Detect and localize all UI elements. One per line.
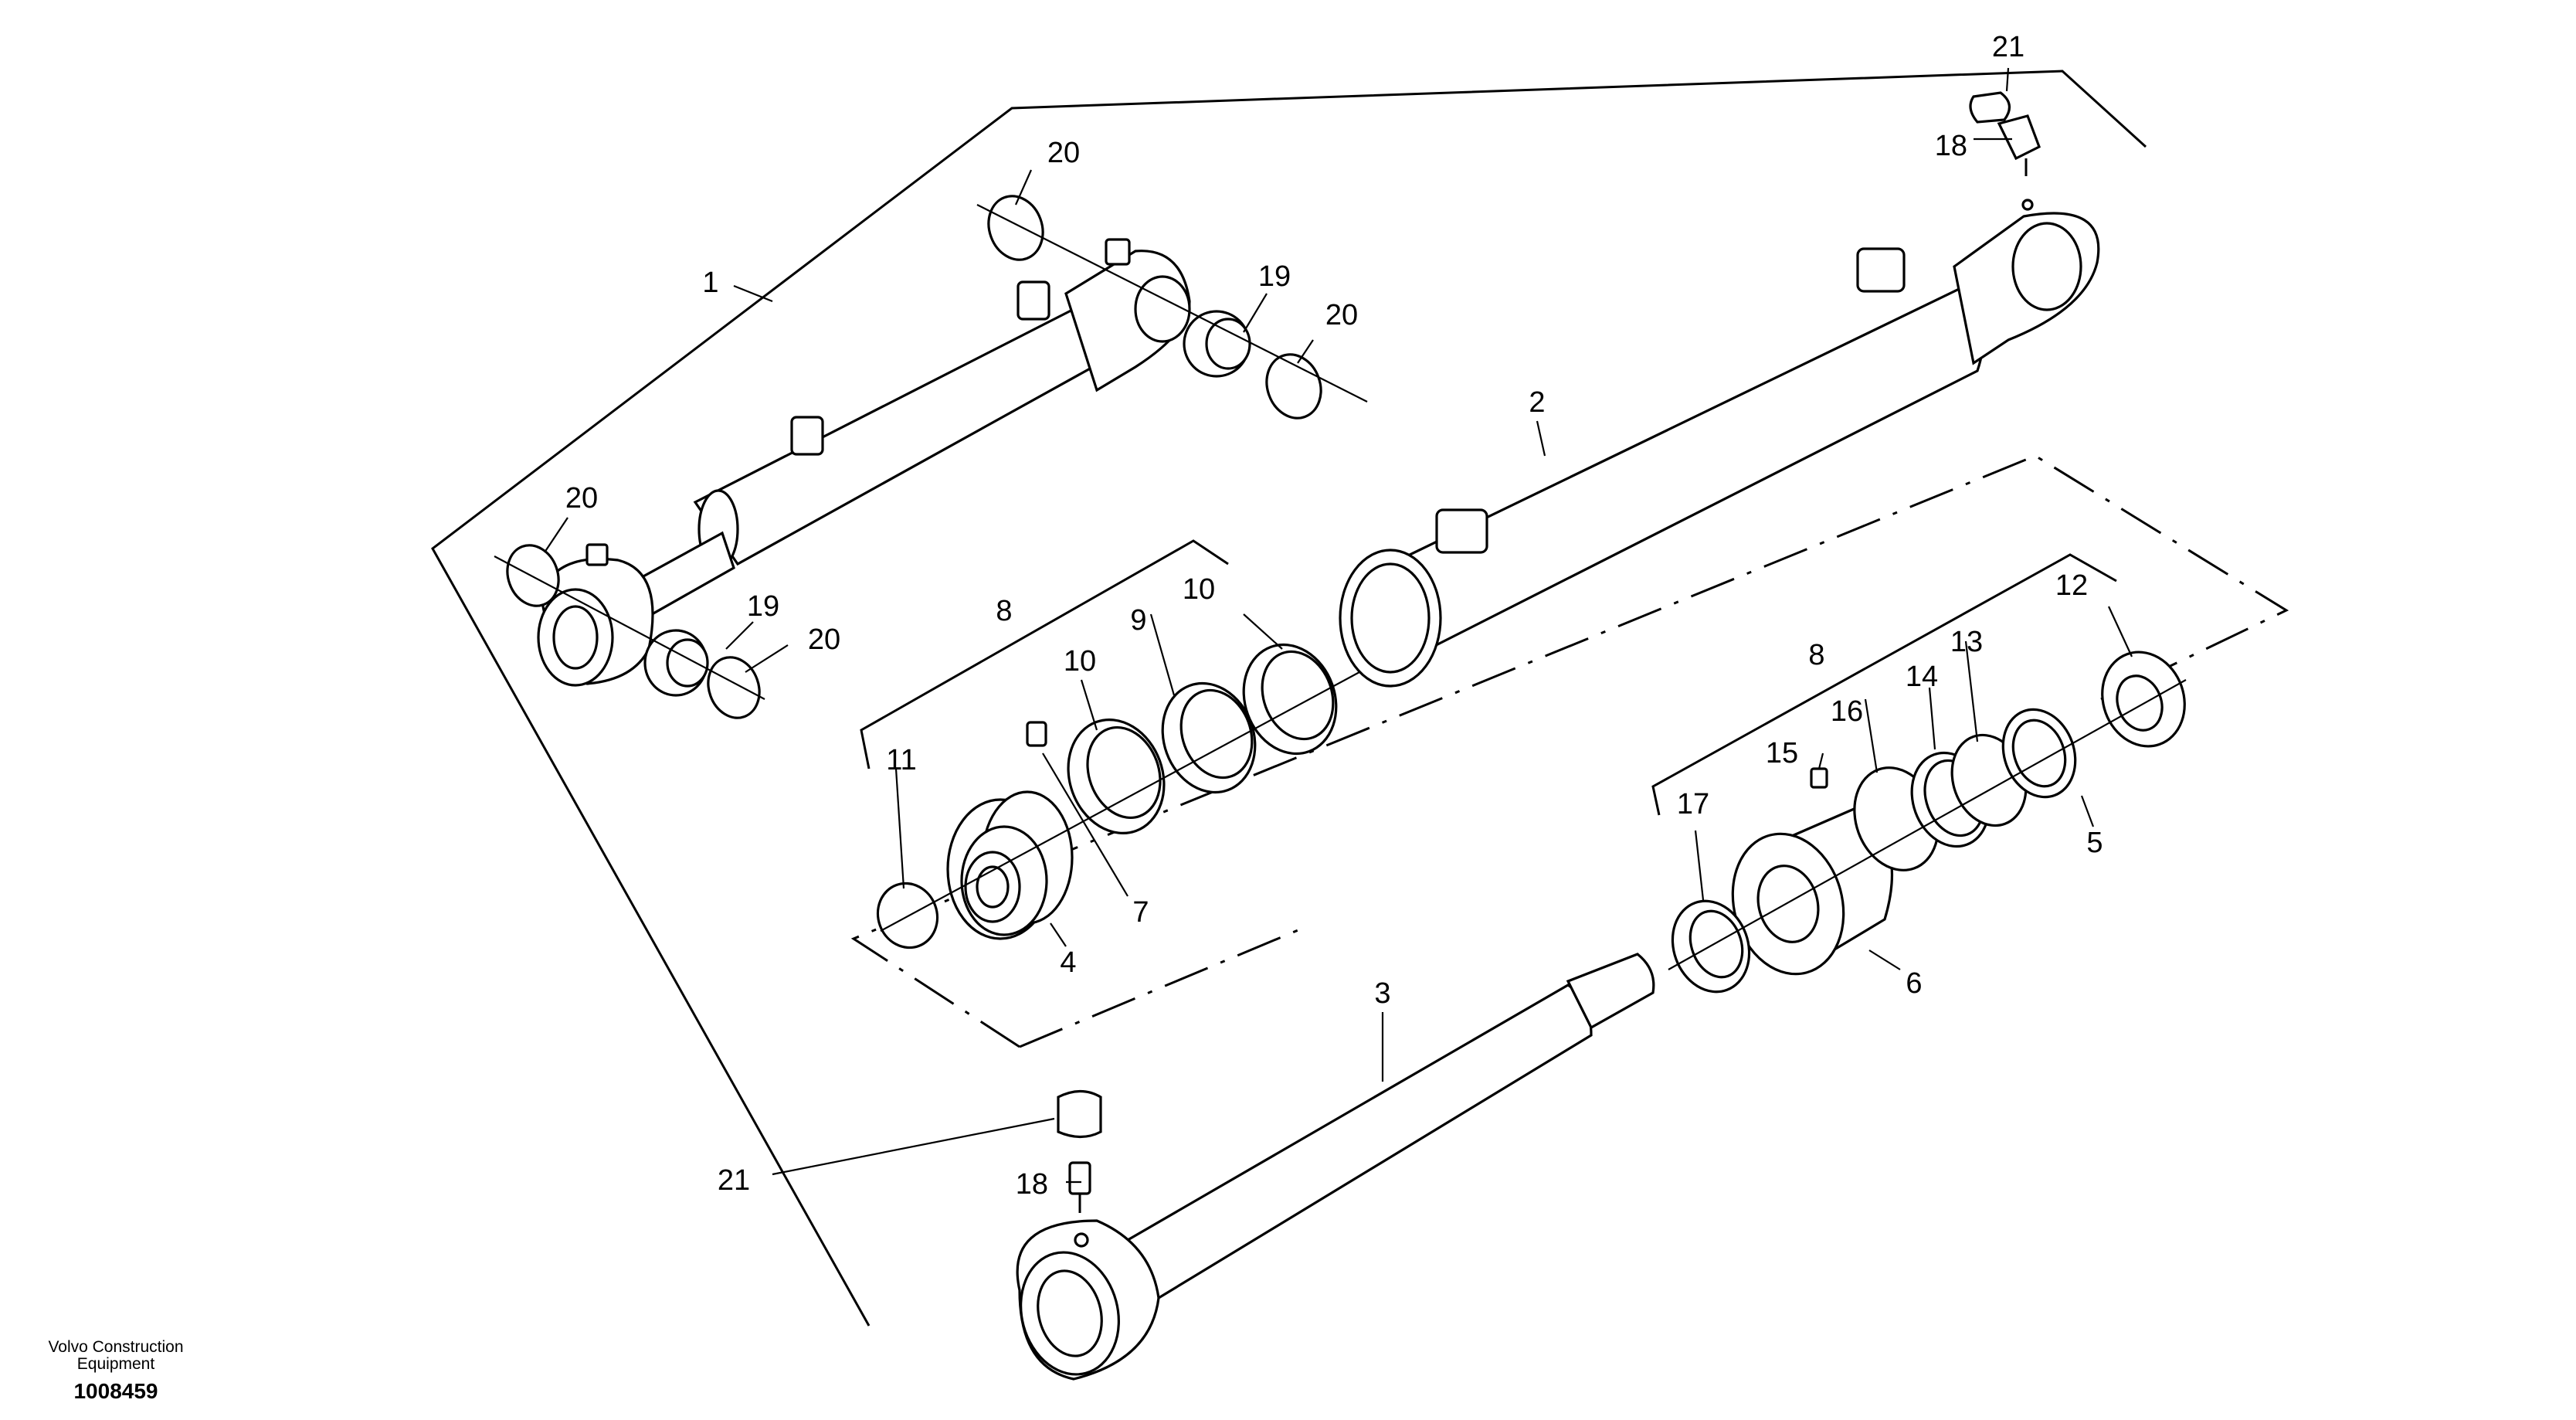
callout-15: 15 xyxy=(1766,737,1798,769)
callout-16: 16 xyxy=(1831,695,1863,728)
axis-line-small-upper xyxy=(976,204,1368,403)
callout-14: 14 xyxy=(1906,661,1938,693)
small-rod-eye xyxy=(537,543,654,687)
document-number: 1008459 xyxy=(73,1379,158,1403)
callout-9: 9 xyxy=(1130,604,1146,637)
callout-8-right: 8 xyxy=(1808,639,1824,671)
callout-8-left: 8 xyxy=(996,595,1012,627)
footer: Volvo Construction Equipment 1008459 xyxy=(48,1338,183,1403)
set-screw-15 xyxy=(1810,767,1828,789)
kit-8-right-bracket xyxy=(1651,553,2117,816)
callout-20-a: 20 xyxy=(1047,137,1080,169)
piston-4 xyxy=(946,790,1074,940)
small-cylinder xyxy=(599,238,1191,635)
kit-8-left-bracket xyxy=(860,539,1229,769)
callout-21-lower: 21 xyxy=(718,1164,750,1197)
wiper-12 xyxy=(2101,651,2186,748)
callout-20-d: 20 xyxy=(808,623,840,656)
bushing-19-upper xyxy=(1183,310,1251,378)
axis-line-piston xyxy=(880,671,1360,932)
grease-nipple-18-lower xyxy=(1068,1161,1091,1213)
leader-lines xyxy=(544,67,2133,1184)
callout-19-lower: 19 xyxy=(747,590,779,623)
callout-21-upper: 21 xyxy=(1992,31,2024,63)
bushing-19-lower xyxy=(643,629,709,697)
callout-labels: 1 2 3 4 5 6 7 8 8 9 10 10 11 12 13 14 15… xyxy=(565,31,2103,1201)
set-screw-7 xyxy=(1026,721,1047,747)
callout-20-c: 20 xyxy=(565,482,598,515)
callout-4: 4 xyxy=(1060,946,1076,979)
grease-nipple-18-upper xyxy=(1997,114,2041,211)
callout-10-left: 10 xyxy=(1064,645,1096,678)
callout-18-upper: 18 xyxy=(1935,130,1967,162)
piston-rod xyxy=(1016,953,1655,1381)
seal-kit-boundary-left xyxy=(1019,926,1306,1048)
callout-6: 6 xyxy=(1906,967,1922,1000)
callout-1: 1 xyxy=(702,267,718,299)
axis-line-small-lower xyxy=(494,555,765,700)
callout-3: 3 xyxy=(1374,977,1390,1010)
callout-19-upper: 19 xyxy=(1258,260,1291,293)
seal-kit-boundary xyxy=(850,454,2289,1048)
callout-12: 12 xyxy=(2055,569,2088,602)
callout-18-lower: 18 xyxy=(1016,1168,1048,1201)
callout-11: 11 xyxy=(886,744,916,776)
cylinder-head-6 xyxy=(1731,806,1893,976)
cap-21-upper xyxy=(1969,91,2011,124)
wear-ring-10-right xyxy=(1242,643,1338,756)
callout-20-b: 20 xyxy=(1325,299,1358,331)
cap-21-lower xyxy=(1057,1089,1102,1139)
callout-7: 7 xyxy=(1132,896,1149,929)
company-name-line1: Volvo Construction xyxy=(48,1338,183,1356)
callout-17: 17 xyxy=(1677,788,1709,820)
assembly-1-bracket xyxy=(431,70,2147,1327)
callout-10-right: 10 xyxy=(1183,573,1215,606)
cylinder-tube xyxy=(1339,212,2100,688)
callout-13: 13 xyxy=(1950,626,1983,658)
callout-2: 2 xyxy=(1529,386,1545,419)
callout-5: 5 xyxy=(2086,827,2103,859)
axis-line-head xyxy=(1668,679,2187,970)
company-name-line2: Equipment xyxy=(77,1355,155,1373)
circlips-20 xyxy=(506,195,1322,719)
wear-ring-10-left xyxy=(1067,718,1166,835)
